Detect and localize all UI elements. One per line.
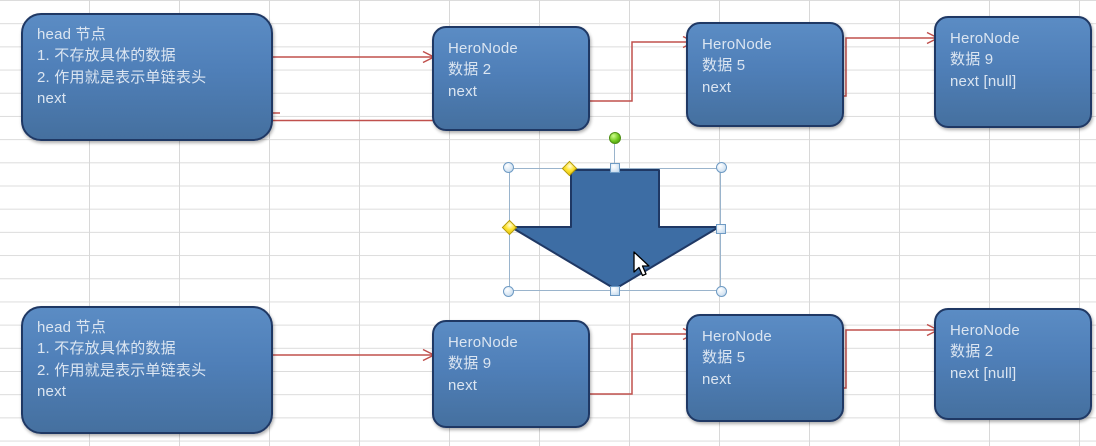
head-node-top-line-3: 2. 作用就是表示单链表头 — [37, 68, 207, 86]
hero-node-top-3-data: 数据 9 — [950, 51, 994, 69]
hero-node-bottom-1-title: HeroNode — [448, 334, 518, 351]
hero-node-bottom-3-data: 数据 2 — [950, 343, 994, 361]
hero-node-top-1-title: HeroNode — [448, 40, 518, 57]
hero-node-bottom-2[interactable]: HeroNode 数据 5 next — [686, 314, 844, 422]
down-arrow-shape-selection[interactable] — [501, 132, 727, 297]
head-node-top-line-4: next — [37, 89, 67, 107]
hero-node-top-3[interactable]: HeroNode 数据 9 next [null] — [934, 16, 1092, 128]
hero-node-top-2-next: next — [702, 78, 732, 96]
head-node-bottom-line-1: head 节点 — [37, 319, 106, 336]
hero-node-top-2-data: 数据 5 — [702, 57, 746, 75]
head-node-bottom-line-2: 1. 不存放具体的数据 — [37, 340, 176, 358]
hero-node-bottom-3[interactable]: HeroNode 数据 2 next [null] — [934, 308, 1092, 420]
hero-node-bottom-1-next: next — [448, 376, 478, 394]
head-node-top-line-2: 1. 不存放具体的数据 — [37, 47, 176, 65]
corner-handle-bottom-right[interactable] — [716, 286, 727, 297]
rotation-handle[interactable] — [609, 132, 621, 144]
hero-node-bottom-1-data: 数据 9 — [448, 355, 492, 373]
edge-handle-right[interactable] — [716, 224, 726, 234]
hero-node-top-1-data: 数据 2 — [448, 61, 492, 79]
edge-handle-bottom[interactable] — [610, 286, 620, 296]
hero-node-bottom-3-title: HeroNode — [950, 322, 1020, 339]
hero-node-bottom-3-next: next [null] — [950, 364, 1017, 382]
mouse-cursor — [633, 251, 653, 279]
head-node-bottom-line-3: 2. 作用就是表示单链表头 — [37, 361, 207, 379]
corner-handle-top-left[interactable] — [503, 162, 514, 173]
head-node-bottom-line-4: next — [37, 382, 67, 400]
hero-node-bottom-2-next: next — [702, 370, 732, 388]
down-arrow-icon[interactable] — [509, 168, 721, 291]
head-node-top[interactable]: head 节点 1. 不存放具体的数据 2. 作用就是表示单链表头 next — [21, 13, 273, 141]
rotation-handle-stem — [614, 144, 615, 168]
head-node-top-line-1: head 节点 — [37, 26, 106, 43]
hero-node-top-1[interactable]: HeroNode 数据 2 next — [432, 26, 590, 131]
hero-node-bottom-2-data: 数据 5 — [702, 349, 746, 367]
hero-node-bottom-1[interactable]: HeroNode 数据 9 next — [432, 320, 590, 428]
hero-node-top-1-next: next — [448, 82, 478, 100]
hero-node-top-2[interactable]: HeroNode 数据 5 next — [686, 22, 844, 127]
selection-frame — [509, 168, 721, 291]
hero-node-bottom-2-title: HeroNode — [702, 328, 772, 345]
corner-handle-bottom-left[interactable] — [503, 286, 514, 297]
hero-node-top-2-title: HeroNode — [702, 36, 772, 53]
head-node-bottom[interactable]: head 节点 1. 不存放具体的数据 2. 作用就是表示单链表头 next — [21, 306, 273, 434]
edge-handle-top[interactable] — [610, 163, 620, 173]
hero-node-top-3-next: next [null] — [950, 72, 1017, 90]
hero-node-top-3-title: HeroNode — [950, 30, 1020, 47]
corner-handle-top-right[interactable] — [716, 162, 727, 173]
